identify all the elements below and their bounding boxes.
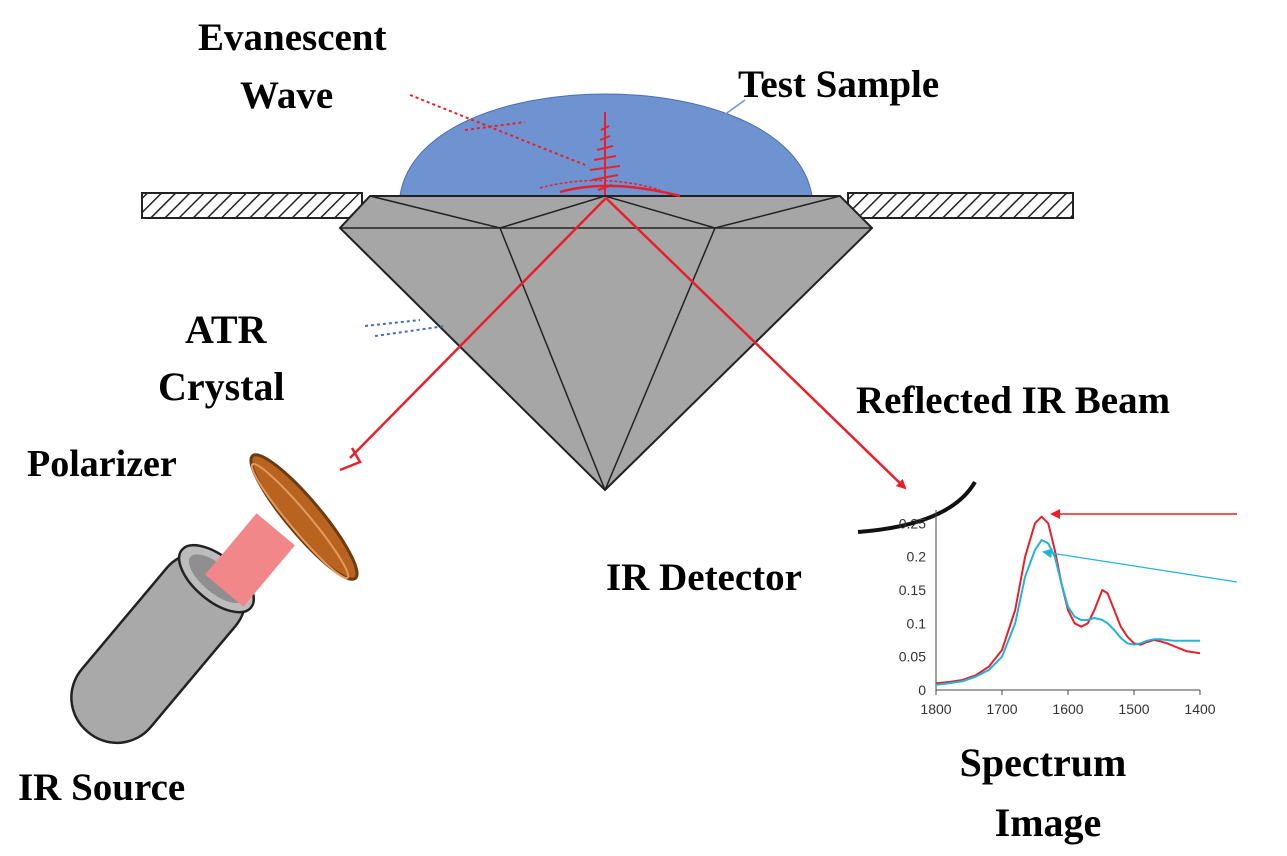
polarizer (249, 453, 359, 581)
spectrum-series-line-1 (935, 515, 1201, 685)
x-tick-label: 1700 (986, 701, 1017, 717)
cyan-peak-pointer (1042, 548, 1238, 583)
spectrum-image-label-line2: Image (995, 800, 1102, 845)
x-tick-label: 1800 (920, 701, 951, 717)
beam-arrowhead (339, 447, 362, 472)
stage-plate-left (141, 192, 363, 219)
ir-beam-reflected (605, 197, 907, 490)
evanescent-wave-label: Evanescent Wave (198, 16, 396, 117)
atr-crystal-label-line2: Crystal (158, 364, 285, 409)
test-sample-label: Test Sample (738, 63, 939, 106)
x-tick-label: 1600 (1052, 701, 1083, 717)
ir-source-label: IR Source (18, 766, 185, 809)
reflected-ir-beam-label: Reflected IR Beam (856, 379, 1170, 422)
polarizer-label: Polarizer (27, 443, 177, 485)
spectrum-image-label: Spectrum Image (960, 740, 1137, 845)
x-tick-label: 1500 (1118, 701, 1149, 717)
spectrum-image-label-line1: Spectrum (960, 740, 1127, 785)
spectrum-series-line-2 (935, 539, 1200, 686)
y-tick-label: 0 (918, 682, 926, 698)
evanescent-wave-label-line1: Evanescent (198, 16, 387, 59)
atr-crystal (338, 195, 874, 492)
y-tick-label: 0.05 (899, 649, 926, 665)
crystal-pointer-dashes (364, 319, 446, 337)
y-tick-label: 0.2 (907, 549, 927, 565)
stage-plate-right (847, 192, 1074, 219)
ir-detector-arc (857, 480, 977, 534)
ir-detector-label: IR Detector (606, 556, 802, 599)
x-tick-label: 1400 (1184, 701, 1215, 717)
spectrum-chart: 0 0.05 0.1 0.15 0.2 0.25 1800 1700 1600 1500 1400 (899, 510, 1216, 717)
atr-crystal-label-line1: ATR (185, 307, 268, 352)
y-tick-label: 0.25 (899, 515, 926, 531)
evanescent-wave-marks (409, 94, 681, 198)
y-tick-label: 0.1 (907, 615, 927, 631)
evanescent-wave-label-line2: Wave (240, 74, 333, 117)
ir-beam-incident (349, 197, 607, 459)
ir-source (70, 513, 295, 745)
atr-crystal-label: ATR Crystal (158, 307, 285, 409)
y-tick-label: 0.15 (899, 582, 926, 598)
sample-pointer (719, 99, 746, 119)
